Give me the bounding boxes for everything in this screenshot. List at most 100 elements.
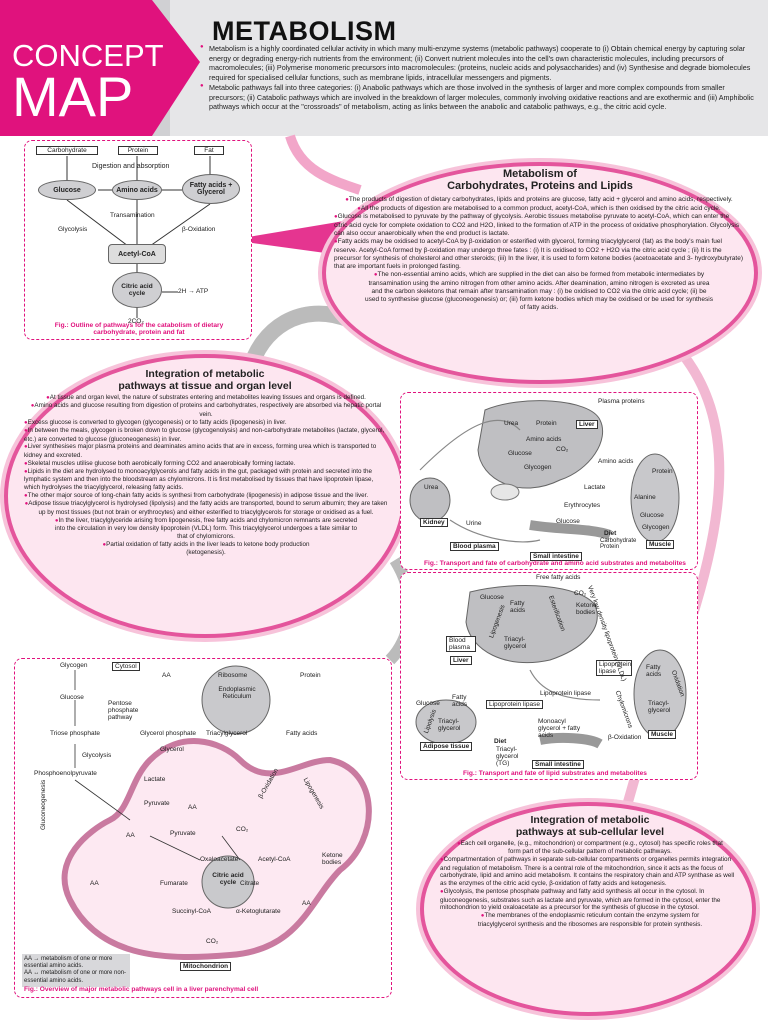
d4-aa-2: AA [188,804,197,811]
diagram3-caption: Fig.: Transport and fate of lipid substr… [463,770,647,777]
d3-co2: CO₂ [574,590,587,597]
d4-fumarate: Fumarate [160,880,188,887]
cell-point: Glycolysis, the pentose phosphate pathwa… [440,888,740,912]
protein-box: Protein [118,146,158,155]
d2-alanine: Alanine [634,494,656,501]
d4-ketone: Ketone bodies [322,852,343,866]
carb-point: The non-essential amino acids, which are… [334,271,744,312]
d3-adipose: Adipose tissue [420,742,473,751]
d4-mitochondrion: Mitochondrion [180,962,232,971]
amino-acids-node: Amino acids [112,180,162,200]
d4-pyruvate-mito: Pyruvate [170,830,196,837]
carb-bubble-title2: Carbohydrates, Proteins and Lipids [447,180,633,192]
d4-glycerol: Glycerol [160,746,184,753]
d4-glucose: Glucose [60,694,84,701]
d4-pep: Phosphoenolpyruvate [34,770,97,777]
d4-legend-1: AA → metabolism of one or more essential… [24,956,113,970]
d2-plasma-proteins: Plasma proteins [598,398,645,405]
d2-glucose-muscle: Glucose [640,512,664,519]
co2-label: 2CO₂ [128,318,144,325]
d4-fatty-acids: Fatty acids [286,730,318,737]
tissue-bubble-title1: Integration of metabolic [145,368,265,380]
d3-triacyl-muscle: Triacyl-glycerol [648,700,671,714]
carb-bubble-title1: Metabolism of [503,168,577,180]
tissue-bubble-title: Integration of metabolic pathways at tis… [90,368,320,392]
d4-co2-2: CO₂ [206,938,219,945]
d2-urine: Urine [466,520,482,527]
intro-item: Metabolic pathways fall into three categ… [200,83,760,112]
d3-muscle: Muscle [648,730,677,739]
tissue-point: Skeletal muscles utilise glucose both ae… [24,460,388,468]
d2-kidney: Kidney [420,518,448,527]
intro-item: Metabolism is a highly coordinated cellu… [200,44,760,82]
d2-glucose-blood: Glucose [556,518,580,525]
tissue-point: Adipose tissue triacylglycerol is hydrol… [24,500,388,516]
d2-diet: Diet [604,530,617,537]
d4-legend-2: AA ↔ metabolism of one or more non-essen… [24,970,127,984]
cell-point: The membranes of the endoplasmic reticul… [440,912,740,928]
cell-bubble-title: Integration of metabolic pathways at sub… [480,814,700,838]
diagram2-caption: Fig.: Transport and fate of carbohydrate… [424,560,686,567]
tissue-point: Lipids in the diet are hydrolysed to mon… [24,468,388,492]
cell-bubble-title2: pathways at sub-cellular level [515,826,665,838]
glycolysis-label: Glycolysis [58,226,88,233]
tissue-point: Excess glucose is converted to glycogen … [24,419,388,427]
carb-point: Fatty acids may be oxidised to acetyl-Co… [334,238,744,271]
carb-point: All the products of digestion are metabo… [334,205,744,214]
d3-liver: Liver [450,656,472,665]
d4-glycolysis: Glycolysis [82,752,112,759]
d2-muscle: Muscle [646,540,675,549]
cell-point: Each cell organelle, (e.g., mitochondrio… [440,840,740,856]
d4-aa-5: AA [302,900,311,907]
d3-triacyl: Triacyl-glycerol [504,636,527,650]
d3-glucose-adipose: Glucose [416,700,440,707]
d4-citrate: Citrate [240,880,260,887]
d2-liver: Liver [576,420,598,429]
d3-beta-ox: β-Oxidation [608,734,642,741]
d4-gluconeogenesis: Gluconeogenesis [40,779,47,830]
d3-triacyl-adipose: Triacyl-glycerol [438,718,461,732]
d3-ffa: Free fatty acids [536,574,581,581]
d3-diet-tg: Triacyl-glycerol (TG) [496,746,519,767]
d2-co2: CO₂ [556,446,569,453]
tissue-point: At tissue and organ level, the nature of… [24,394,388,402]
d2-urea-kidney: Urea [424,484,439,491]
d4-protein: Protein [300,672,321,679]
d2-glucose: Glucose [508,450,532,457]
intro-list: Metabolism is a highly coordinated cellu… [200,44,760,113]
d2-protein-muscle: Protein [652,468,673,475]
d4-ribosome: Ribosome [218,672,248,679]
d4-acetyl: Acetyl-CoA [258,856,291,863]
d4-cytosol: Cytosol [112,662,140,671]
carb-point: The products of digestion of dietary car… [334,196,744,205]
citric-acid-cycle-node: Citric acid cycle [112,272,162,308]
d3-lpl-adipose: Lipoprotein lipase [486,700,543,709]
d4-lactate: Lactate [144,776,166,783]
d4-cycle: Citric acid cycle [212,872,244,886]
d3-small-intestine: Small intestine [532,760,584,769]
diagram1-caption: Fig.: Outline of pathways for the catabo… [54,322,224,336]
d2-small-intestine: Small intestine [530,552,582,561]
cell-bubble-title1: Integration of metabolic [530,814,650,826]
d4-er: Endoplasmic Reticulum [218,686,256,700]
cell-bubble-text: Each cell organelle, (e.g., mitochondrio… [440,840,740,928]
glucose-node: Glucose [38,180,96,200]
acetyl-coa-node: Acetyl-CoA [108,244,166,264]
carb-bubble-title: Metabolism of Carbohydrates, Proteins an… [370,168,710,192]
d4-pyruvate: Pyruvate [144,800,170,807]
d4-glycogen: Glycogen [60,662,88,669]
d3-fatty-acids-muscle: Fatty acids [646,664,662,678]
digestion-label: Digestion and absorption [92,163,170,170]
d4-ppp: Pentose phosphate pathway [108,700,139,721]
d2-glycogen-muscle: Glycogen [642,524,670,531]
d4-triose: Triose phosphate [50,730,100,737]
beta-oxidation-label: β-Oxidation [182,226,216,233]
tissue-bubble-title2: pathways at tissue and organ level [118,380,292,392]
d3-glucose: Glucose [480,594,504,601]
d3-fatty-acids-adipose: Fatty acids [452,694,468,708]
d2-lactate: Lactate [584,484,606,491]
d4-succinyl: Succinyl-CoA [172,908,212,915]
